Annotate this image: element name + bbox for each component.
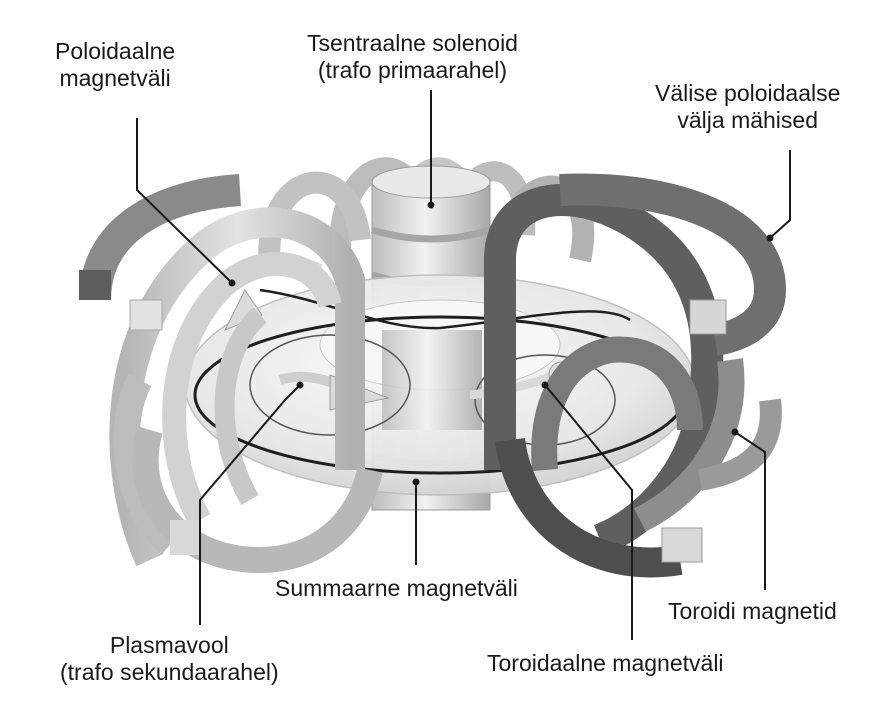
label-total-field-line1: Summaarne magnetväli xyxy=(275,575,518,601)
leader-dots xyxy=(228,201,774,486)
leader-toroidal-magnets xyxy=(734,431,766,590)
label-total-field: Summaarne magnetväli xyxy=(275,575,518,602)
leader-lines xyxy=(136,90,791,640)
leader-poloidal-field xyxy=(136,118,233,284)
label-toroidal-field-line1: Toroidaalne magnetväli xyxy=(487,650,724,676)
label-plasma-current-line1: Plasmavool xyxy=(109,632,229,658)
label-plasma-current-line2: (trafo sekundaarahel) xyxy=(60,659,279,685)
leader-plasma-current xyxy=(199,384,301,625)
label-outer-poloidal-coils-line1: Välise poloidaalse xyxy=(655,80,841,106)
leader-outer-poloidal-coils xyxy=(769,150,791,239)
label-poloidal-field: Poloidaalne magnetväli xyxy=(55,38,175,92)
leader-toroidal-field xyxy=(544,384,633,640)
label-poloidal-field-line1: Poloidaalne xyxy=(55,38,176,64)
label-toroidal-field: Toroidaalne magnetväli xyxy=(487,650,724,677)
label-poloidal-field-line2: magnetväli xyxy=(59,65,171,91)
left-outer-poloidal-coil xyxy=(79,174,242,331)
front-right-toroidal-coils xyxy=(484,184,745,578)
plasma-torus xyxy=(184,255,696,496)
front-left-toroidal-coils xyxy=(109,207,365,567)
label-central-solenoid: Tsentraalne solenoid (trafo primaarahel) xyxy=(307,30,518,84)
label-central-solenoid-line1: Tsentraalne solenoid xyxy=(307,30,518,56)
label-outer-poloidal-coils-line2: välja mähised xyxy=(677,107,819,133)
label-toroidal-magnets-line1: Toroidi magnetid xyxy=(668,598,837,624)
right-outer-poloidal-coil xyxy=(559,173,787,563)
label-toroidal-magnets: Toroidi magnetid xyxy=(668,598,837,625)
label-plasma-current: Plasmavool (trafo sekundaarahel) xyxy=(60,632,279,686)
left-lower-coil xyxy=(132,426,383,574)
label-central-solenoid-line2: (trafo primaarahel) xyxy=(317,57,508,83)
label-outer-poloidal-coils: Välise poloidaalse välja mähised xyxy=(655,80,840,134)
